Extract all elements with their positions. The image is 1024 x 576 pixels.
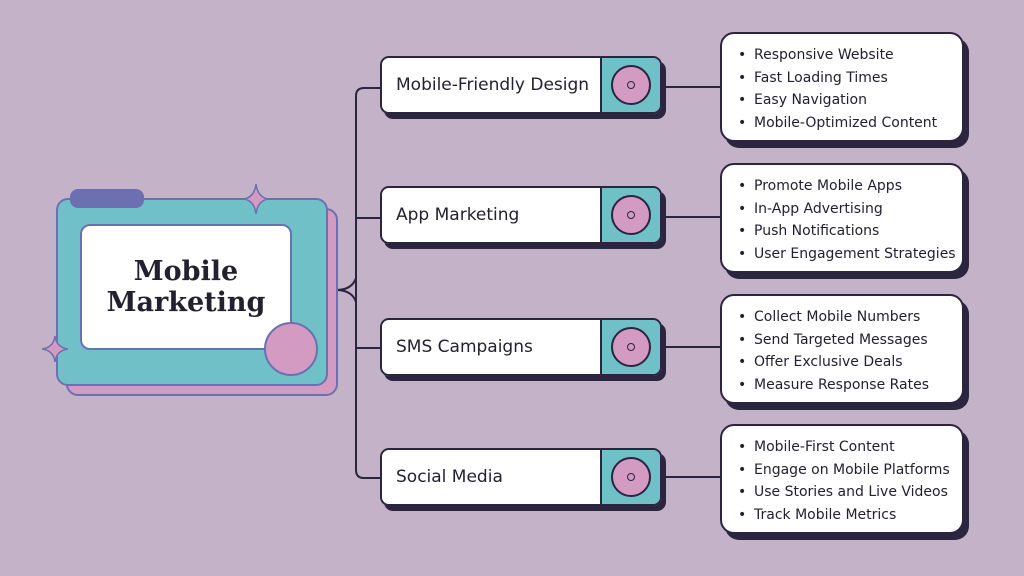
branch-icon-box [600, 58, 660, 112]
branch-icon-box [600, 320, 660, 374]
branch-sms-campaigns: SMS Campaigns [380, 318, 662, 376]
list-item: Easy Navigation [736, 89, 954, 112]
list-item: In-App Advertising [736, 198, 954, 221]
list-item: Use Stories and Live Videos [736, 481, 954, 504]
branch-icon-box [600, 450, 660, 504]
detail-card-sms-campaigns: Collect Mobile Numbers Send Targeted Mes… [720, 294, 964, 404]
target-circle-icon [611, 65, 651, 105]
center-decor-circle [264, 322, 318, 376]
target-circle-icon [611, 457, 651, 497]
target-circle-icon [611, 327, 651, 367]
list-item: Push Notifications [736, 220, 954, 243]
detail-card-mobile-friendly-design: Responsive Website Fast Loading Times Ea… [720, 32, 964, 142]
branch-label: App Marketing [382, 188, 600, 242]
target-circle-icon [611, 195, 651, 235]
sparkle-icon [42, 336, 68, 362]
detail-card-social-media: Mobile-First Content Engage on Mobile Pl… [720, 424, 964, 534]
list-item: Collect Mobile Numbers [736, 306, 954, 329]
list-item: User Engagement Strategies [736, 243, 956, 266]
branch-label: Mobile-Friendly Design [382, 58, 600, 112]
list-item: Mobile-Optimized Content [736, 112, 954, 135]
list-item: Responsive Website [736, 44, 954, 67]
list-item: Mobile-First Content [736, 436, 954, 459]
list-item: Send Targeted Messages [736, 329, 954, 352]
branch-mobile-friendly-design: Mobile-Friendly Design [380, 56, 662, 114]
branch-label: SMS Campaigns [382, 320, 600, 374]
center-screen: Mobile Marketing [80, 224, 292, 350]
branch-social-media: Social Media [380, 448, 662, 506]
branch-app-marketing: App Marketing [380, 186, 662, 244]
branch-label: Social Media [382, 450, 600, 504]
list-item: Promote Mobile Apps [736, 175, 954, 198]
center-card-tab [70, 189, 144, 208]
detail-card-app-marketing: Promote Mobile Apps In-App Advertising P… [720, 163, 964, 273]
sparkle-icon [244, 184, 268, 214]
branch-icon-box [600, 188, 660, 242]
list-item: Track Mobile Metrics [736, 504, 954, 527]
list-item: Offer Exclusive Deals [736, 351, 954, 374]
list-item: Measure Response Rates [736, 374, 954, 397]
list-item: Fast Loading Times [736, 67, 954, 90]
center-title: Mobile Marketing [106, 256, 266, 318]
list-item: Engage on Mobile Platforms [736, 459, 954, 482]
